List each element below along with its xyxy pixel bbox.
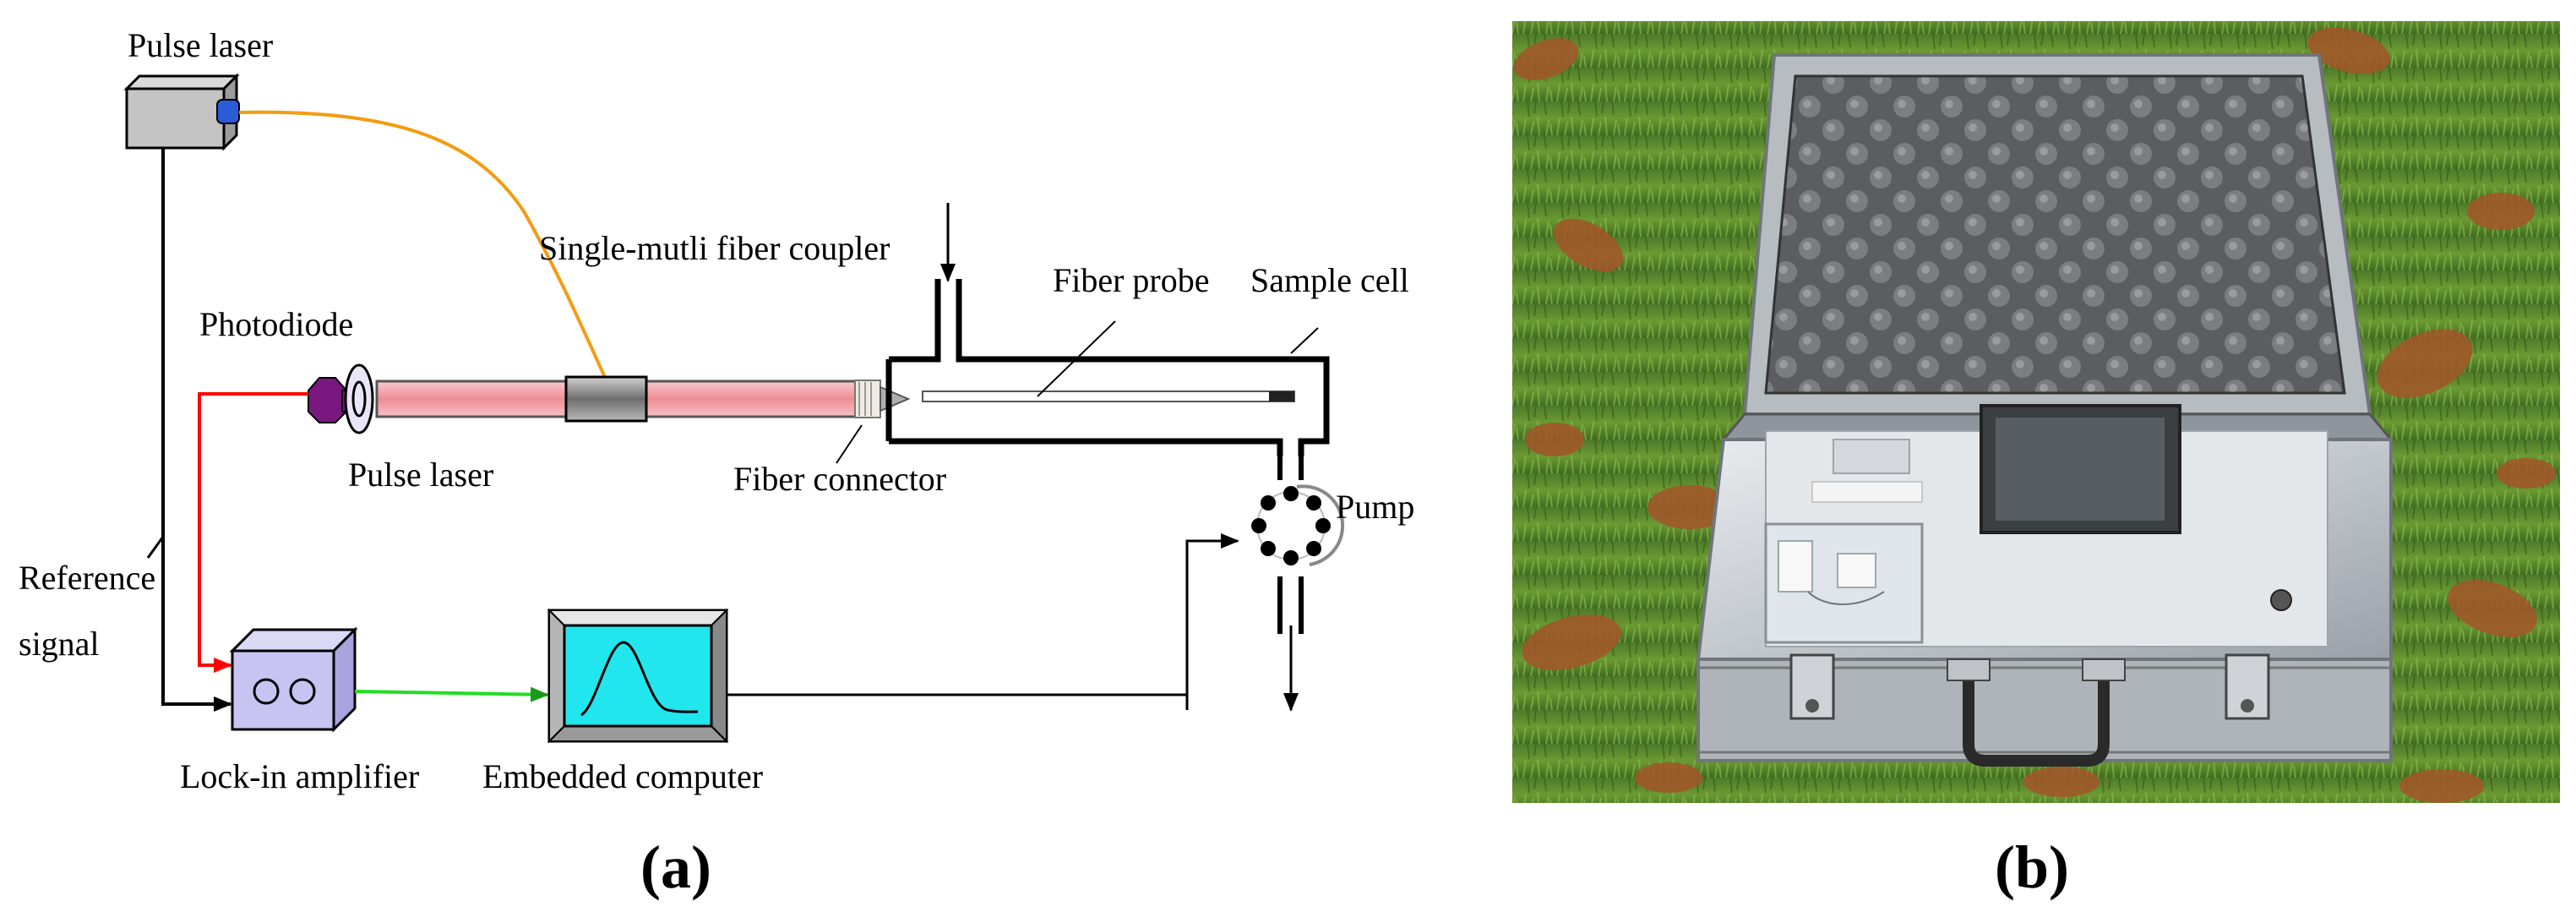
fallen-leaves [1513,27,2556,803]
pump-inlet-tubes [1277,441,1304,480]
label-signal: signal [19,625,100,663]
pump-outlet [1277,576,1304,634]
panel-a-diagram: Pulse laser Single-mutli fiber coupler P… [19,26,1414,901]
data-line-green [354,686,549,702]
peak-curve [580,641,699,717]
label-photodiode: Photodiode [199,305,353,343]
pulse-laser-source [123,73,240,151]
control-line-to-pump [727,533,1239,696]
reference-label-tick [146,536,165,559]
case-lid [1742,53,2372,416]
label-pulse-laser-top: Pulse laser [128,26,273,64]
touchscreen [1996,418,2165,521]
fiber-probe [922,390,1295,402]
fiber-connector-pointer [836,424,863,464]
label-pump: Pump [1336,488,1414,526]
fiber-coupler [564,375,648,423]
panel-b-photo: (b) [1512,21,2560,901]
fiber-probe-pointer [1037,320,1116,397]
reference-signal-line [161,148,232,712]
label-lockin: Lock-in amplifier [180,757,419,795]
pump [1251,484,1345,566]
photodiode [308,363,374,434]
caption-a: (a) [640,833,711,901]
label-fiber-connector: Fiber connector [733,460,946,498]
small-display [1833,439,1910,474]
case-handle [1963,668,2110,767]
label-pulse-laser-bottom: Pulse laser [348,456,493,494]
sample-cell [885,279,1330,456]
label-coupler: Single-mutli fiber coupler [539,229,890,267]
label-fiber-probe: Fiber probe [1053,261,1210,299]
label-reference: Reference [19,559,155,597]
label-computer: Embedded computer [482,757,763,795]
caption-b: (b) [1995,833,2069,901]
embedded-computer [547,608,729,744]
power-knob [2270,589,2292,611]
fiber-connector [854,380,911,418]
photodiode-signal-line [198,392,308,673]
lockin-amplifier [229,626,358,733]
case-body [1696,404,2394,767]
label-sample-cell: Sample cell [1250,261,1409,299]
sample-cell-pointer [1290,327,1319,354]
orange-input-fiber [238,110,610,385]
